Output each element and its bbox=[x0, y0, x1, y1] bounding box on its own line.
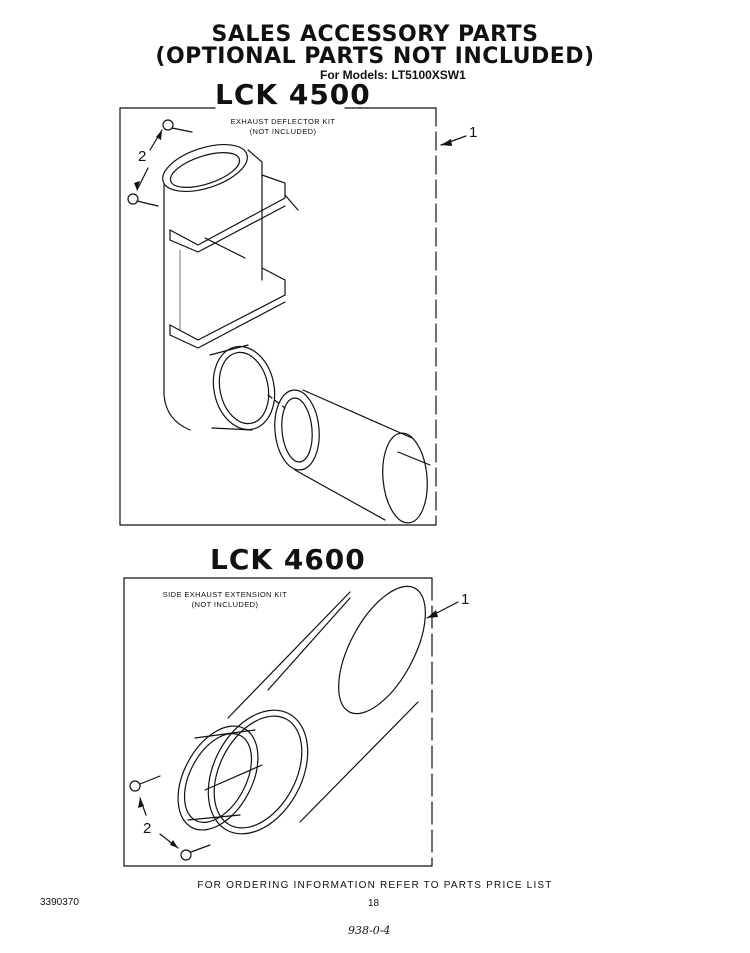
page-title-line2: (OPTIONAL PARTS NOT INCLUDED) bbox=[155, 44, 595, 69]
callout-kit2-screw: 2 bbox=[143, 820, 152, 837]
callout-kit1-screw: 2 bbox=[138, 148, 147, 165]
extension-tube bbox=[274, 389, 431, 524]
kit1-code: LCK 4500 bbox=[215, 78, 371, 111]
kit1-frame bbox=[119, 107, 437, 526]
callout-kit1-part: 1 bbox=[469, 124, 478, 141]
screw-icon bbox=[127, 119, 193, 207]
kit1-label-line1: EXHAUST DEFLECTOR KIT bbox=[230, 117, 336, 126]
page-title-line1: SALES ACCESSORY PARTS bbox=[211, 22, 539, 47]
kit2-label: SIDE EXHAUST EXTENSION KIT (NOT INCLUDED… bbox=[155, 590, 295, 610]
side-exhaust-cylinder bbox=[207, 585, 426, 835]
ordering-info: FOR ORDERING INFORMATION REFER TO PARTS … bbox=[197, 880, 553, 891]
collar-grille bbox=[177, 725, 263, 831]
screw-icon bbox=[129, 775, 211, 861]
deflector-outlet-ring bbox=[209, 344, 286, 431]
page-number: 18 bbox=[368, 898, 380, 909]
kit2-label-line2: (NOT INCLUDED) bbox=[191, 600, 259, 609]
models-subtitle: For Models: LT5100XSW1 bbox=[320, 68, 466, 82]
callout-kit2-part: 1 bbox=[461, 591, 470, 608]
exhaust-deflector-hood bbox=[162, 144, 299, 431]
handwritten-note: 938-0-4 bbox=[348, 924, 391, 937]
kit1-label-line2: (NOT INCLUDED) bbox=[249, 127, 317, 136]
kit2-code: LCK 4600 bbox=[210, 543, 366, 576]
kit2-label-line1: SIDE EXHAUST EXTENSION KIT bbox=[162, 590, 288, 599]
document-number: 3390370 bbox=[40, 897, 79, 908]
kit1-label: EXHAUST DEFLECTOR KIT (NOT INCLUDED) bbox=[228, 117, 338, 137]
kit2-frame bbox=[123, 577, 433, 867]
